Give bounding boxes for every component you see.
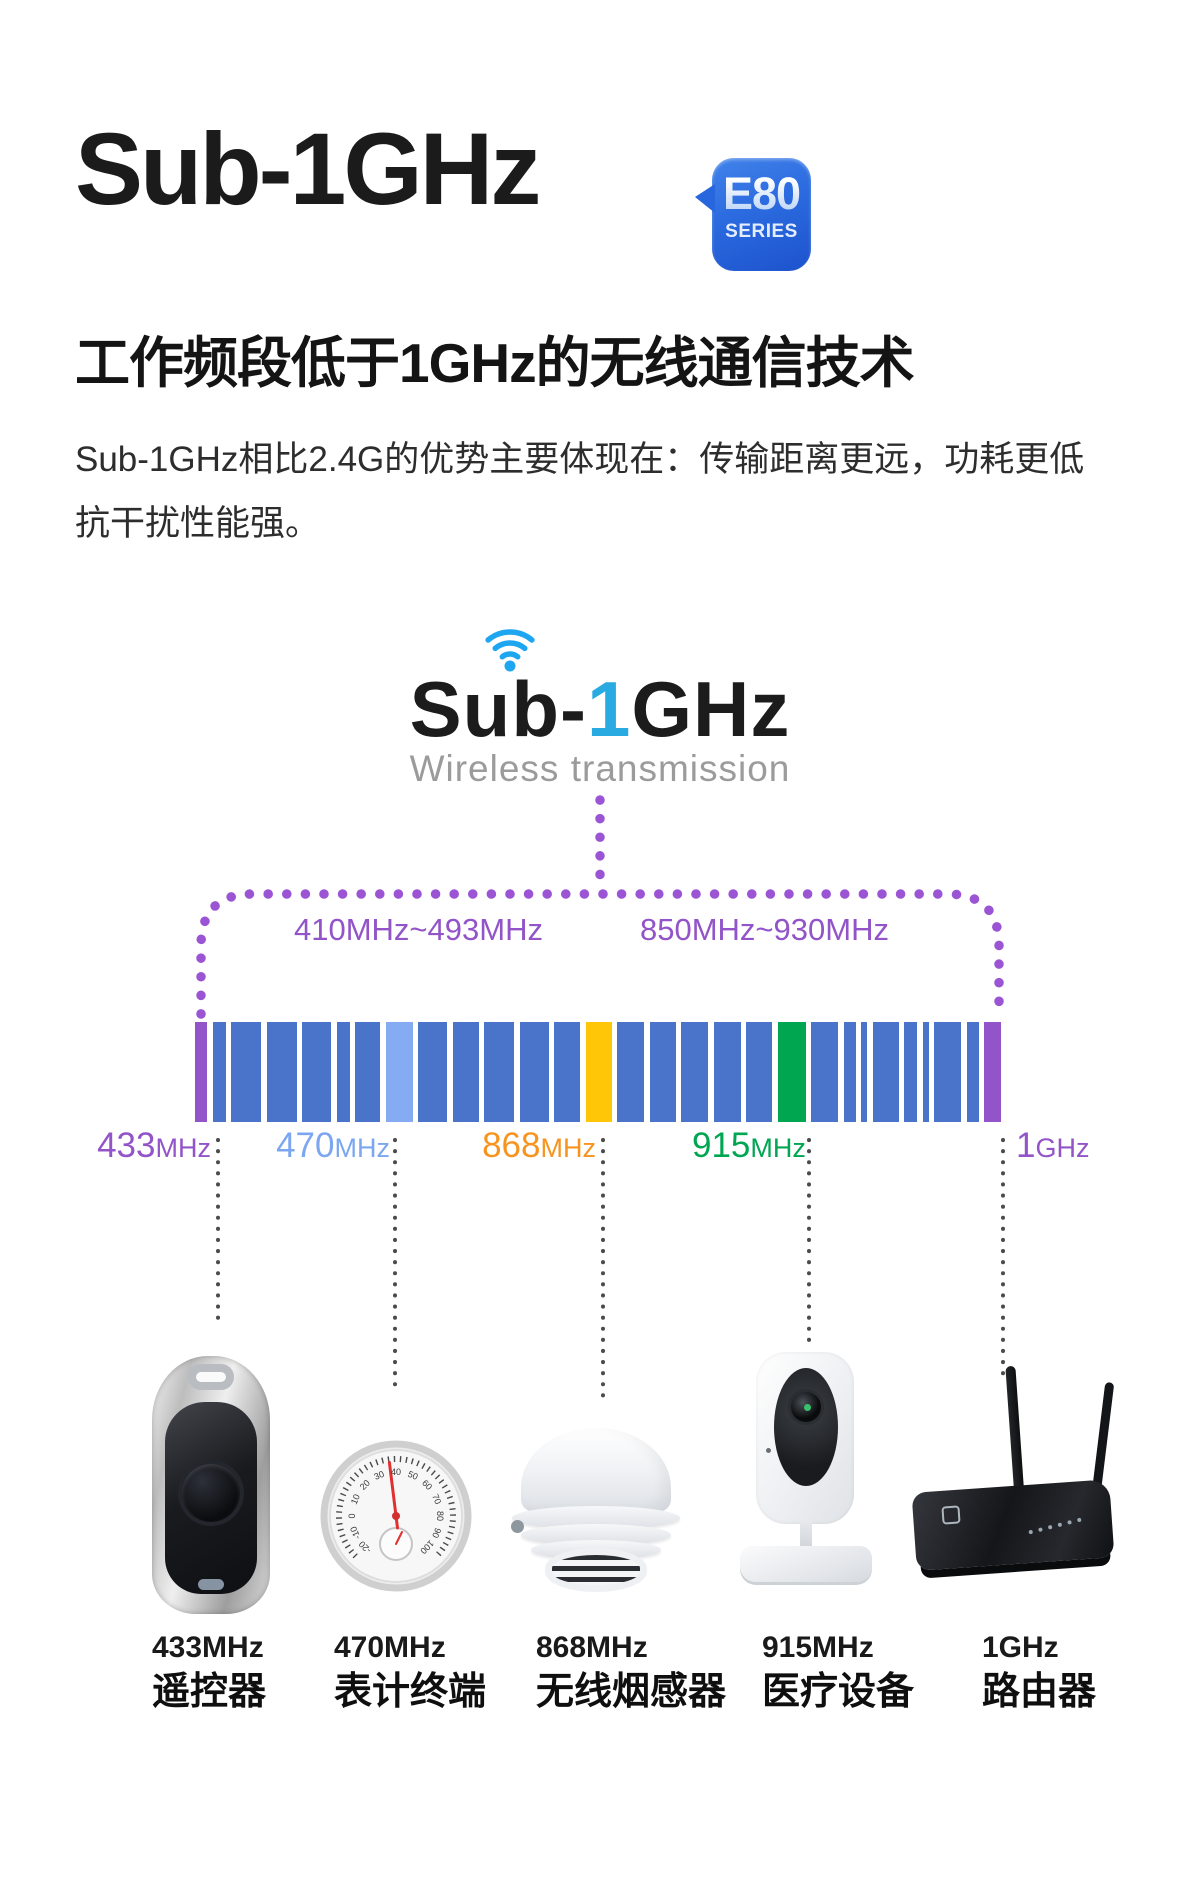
- product-label-868: 868MHz 无线烟感器: [536, 1631, 727, 1713]
- spectrum-bar: [302, 1022, 331, 1122]
- product-label-915: 915MHz 医疗设备: [762, 1631, 915, 1713]
- hero-title: Sub-1GHz: [0, 664, 1200, 755]
- spectrum-bar: [418, 1022, 447, 1122]
- keyring-hole: [188, 1364, 234, 1390]
- remote-led: [198, 1579, 224, 1590]
- gauge-number: 40: [391, 1467, 401, 1477]
- spectrum-bar: [452, 1022, 479, 1122]
- spectrum-bar: [231, 1022, 261, 1122]
- router-antenna-left: [1005, 1365, 1025, 1501]
- camera-lens: [791, 1392, 821, 1422]
- spectrum-bar: [266, 1022, 297, 1122]
- router-image: [911, 1365, 1126, 1606]
- badge-series-code: E80: [712, 170, 811, 218]
- marker-433mhz: 433MHz: [97, 1126, 211, 1165]
- spectrum-bar: [617, 1022, 644, 1122]
- product-label-470: 470MHz 表计终端: [334, 1631, 487, 1713]
- marker-915mhz: 915MHz: [692, 1126, 806, 1165]
- frequency-spectrum-strip: [195, 1022, 1001, 1122]
- spectrum-bar: [484, 1022, 514, 1122]
- spectrum-bar: [934, 1022, 961, 1122]
- hero-title-suffix: GHz: [631, 665, 791, 753]
- spectrum-bar: [843, 1022, 856, 1122]
- detector-grille: [545, 1548, 647, 1592]
- spectrum-bar: [777, 1022, 806, 1122]
- page-title: Sub-1GHz: [75, 112, 541, 226]
- hero-subtitle: Wireless transmission: [409, 748, 791, 789]
- gauge-number: 90: [430, 1526, 443, 1539]
- series-badge: E80 SERIES: [695, 158, 811, 271]
- description-line-2: 抗干扰性能强。: [75, 504, 321, 543]
- marker-868mhz: 868MHz: [482, 1126, 596, 1165]
- badge-series-word: SERIES: [725, 221, 798, 243]
- spectrum-bar: [922, 1022, 929, 1122]
- gauge-number: 30: [373, 1469, 386, 1482]
- gauge-number: 10: [349, 1493, 362, 1506]
- range-label-right: 850MHz~930MHz: [640, 912, 889, 947]
- spectrum-bar: [966, 1022, 979, 1122]
- description-line-1: Sub-1GHz相比2.4G的优势主要体现在：传输距离更远，功耗更低: [75, 440, 1085, 479]
- spectrum-bar: [681, 1022, 708, 1122]
- spectrum-bar: [861, 1022, 867, 1122]
- remote-control-image: [152, 1356, 270, 1614]
- hero-title-prefix: Sub-: [409, 665, 587, 753]
- description: Sub-1GHz相比2.4G的优势主要体现在：传输距离更远，功耗更低 抗干扰性能…: [75, 428, 1084, 556]
- spectrum-bar: [195, 1022, 207, 1122]
- medical-camera-image: [740, 1352, 872, 1584]
- remote-button: [182, 1464, 240, 1522]
- hero-title-highlight: 1: [586, 665, 632, 753]
- spectrum-bar: [385, 1022, 413, 1122]
- spectrum-bar: [355, 1022, 380, 1122]
- spectrum-bar: [212, 1022, 226, 1122]
- spectrum-bar: [713, 1022, 741, 1122]
- spectrum-bar: [872, 1022, 899, 1122]
- spectrum-bar: [984, 1022, 1001, 1122]
- smoke-detector-image: [505, 1428, 687, 1592]
- product-label-1ghz: 1GHz 路由器: [982, 1631, 1097, 1713]
- gauge-number: 0: [347, 1513, 357, 1518]
- router-logo: [941, 1505, 961, 1525]
- spectrum-bar: [904, 1022, 917, 1122]
- range-label-left: 410MHz~493MHz: [294, 912, 543, 947]
- marker-470mhz: 470MHz: [276, 1126, 390, 1165]
- gauge-number: -10: [348, 1525, 362, 1541]
- spectrum-bar: [649, 1022, 676, 1122]
- wifi-icon: [485, 629, 535, 672]
- marker-1ghz: 1GHz: [1016, 1126, 1090, 1165]
- gauge-number: 50: [406, 1469, 419, 1482]
- gauge-number: 80: [435, 1511, 445, 1521]
- badge-tail: [695, 184, 715, 213]
- product-label-433: 433MHz 遥控器: [152, 1631, 267, 1713]
- spectrum-bar: [811, 1022, 838, 1122]
- spectrum-bar: [585, 1022, 612, 1122]
- spectrum-bar: [746, 1022, 772, 1122]
- spectrum-bar: [336, 1022, 350, 1122]
- spectrum-bar: [554, 1022, 580, 1122]
- spectrum-bar: [519, 1022, 549, 1122]
- page-subtitle: 工作频段低于1GHz的无线通信技术: [75, 332, 915, 394]
- gauge-number: 70: [430, 1493, 443, 1506]
